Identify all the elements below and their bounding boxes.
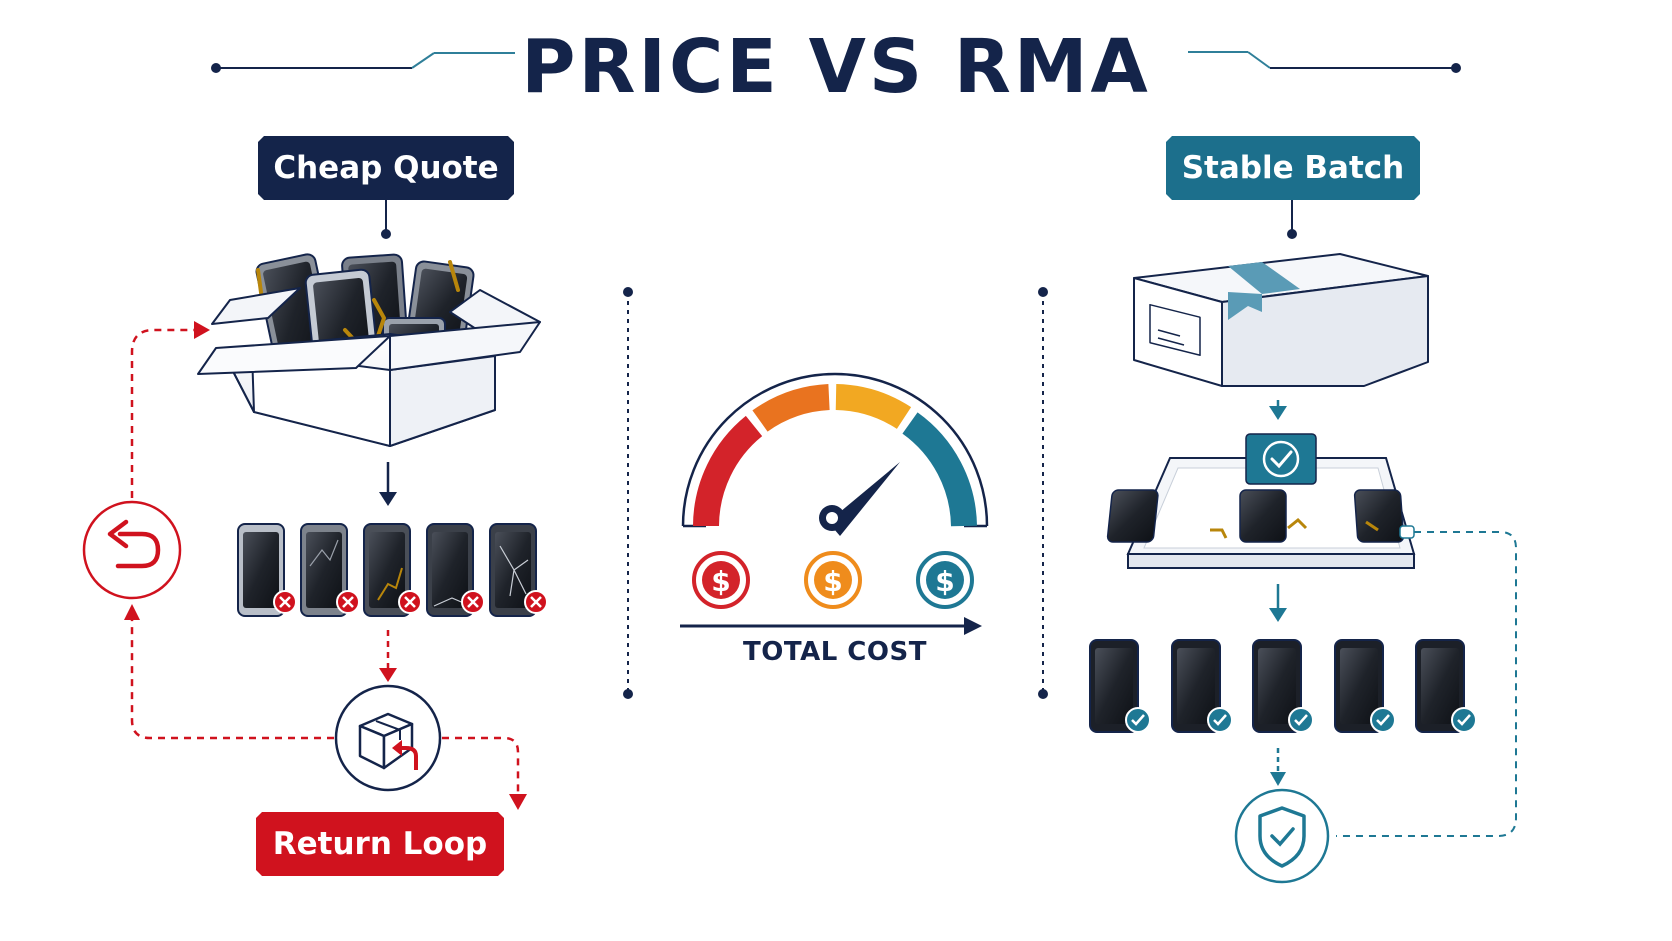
title-rail-left	[211, 52, 515, 73]
verified-phone	[1415, 639, 1477, 733]
inspection-tray	[1106, 457, 1416, 569]
stable-batch-label: Stable Batch	[1166, 136, 1420, 200]
coin-symbol: $	[823, 565, 842, 598]
dollar-coin-icon-teal	[916, 551, 974, 609]
defective-phone	[237, 523, 297, 617]
cost-gauge	[681, 372, 989, 536]
verified-phones-row	[1089, 639, 1477, 733]
total-cost-axis-arrow	[680, 617, 982, 635]
cheap-quote-label: Cheap Quote	[258, 136, 514, 200]
return-loop-path	[130, 328, 520, 798]
coin-symbol: $	[711, 565, 730, 598]
arrow-to-defects	[379, 462, 397, 506]
quality-loop-path	[1336, 531, 1517, 837]
shield-check-icon	[1234, 788, 1330, 884]
undo-arrow-icon	[82, 500, 182, 600]
cheap-quote-connector	[381, 200, 391, 239]
defective-phone	[489, 523, 548, 617]
return-loop-label: Return Loop	[256, 812, 504, 876]
checkmark-icon	[1245, 433, 1317, 485]
title-rail-right	[1188, 51, 1461, 73]
dollar-coin-icon-orange	[804, 551, 862, 609]
return-loop-arrowhead	[194, 321, 210, 339]
arrow-to-return	[379, 630, 397, 682]
verified-phone	[1334, 639, 1396, 733]
defective-phone	[363, 523, 422, 617]
arrow-to-tray	[1269, 400, 1287, 420]
dollar-coin-icon-red	[692, 551, 750, 609]
defective-phone	[426, 523, 485, 617]
page-title: PRICE VS RMA	[521, 24, 1151, 110]
defective-phones-row	[237, 523, 548, 617]
coin-symbol: $	[935, 565, 954, 598]
arrow-to-shield	[1270, 748, 1286, 786]
verified-phone	[1171, 639, 1233, 733]
sealed-box	[1133, 253, 1429, 387]
return-loop-arrowhead	[124, 604, 140, 620]
return-loop-arrowhead	[509, 794, 527, 810]
open-box-of-phones	[197, 253, 541, 447]
stable-batch-connector	[1287, 200, 1297, 239]
arrow-to-good-phones	[1269, 584, 1287, 622]
total-cost-label: TOTAL COST	[743, 637, 927, 667]
verified-phone	[1089, 639, 1151, 733]
verified-phone	[1252, 639, 1314, 733]
divider-right	[1038, 287, 1048, 699]
divider-left	[623, 287, 633, 699]
defective-phone	[300, 523, 360, 617]
box-return-icon	[334, 684, 442, 792]
